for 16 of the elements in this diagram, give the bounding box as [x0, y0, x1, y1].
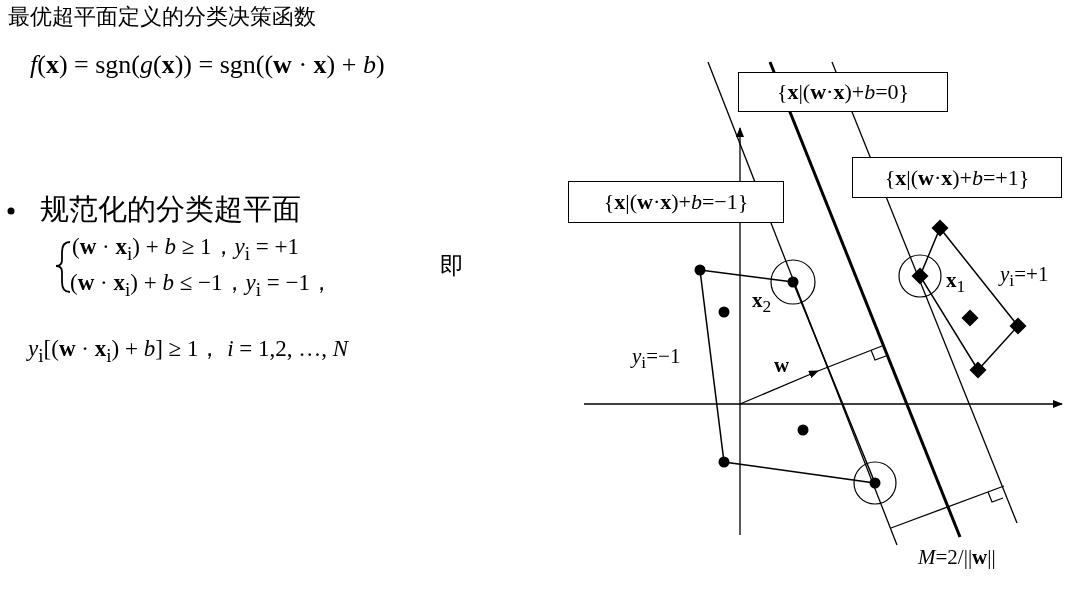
point-label: x$_{1}$: [946, 268, 966, 298]
hyperplane-label-box: {x|(w·x)+b=−1}: [568, 181, 784, 223]
class-label: y$_{i}$=+1: [1000, 262, 1049, 292]
point-label: x$_{2}$: [752, 288, 772, 318]
formula: f(x) = sgn(g(x)) = sgn((w · x) + b): [30, 50, 385, 80]
margin-label: M=2/||w||: [918, 545, 996, 570]
vector-label: w: [774, 353, 790, 378]
note: 即: [440, 251, 464, 282]
hyperplane-label-box: {x|(w·x)+b=0}: [738, 72, 948, 112]
class-label: y$_{i}$=−1: [632, 344, 681, 374]
heading: 最优超平面定义的分类决策函数: [8, 3, 316, 31]
formula: y$_{i}$[(w · x$_{i}$) + b] ≥ 1， i = 1,2, …, N: [28, 335, 349, 367]
bullet-text: 规范化的分类超平面: [40, 191, 301, 228]
formula: (w · x$_{i}$) + b ≥ 1，y$_{i}$ = +1: [72, 233, 300, 265]
hyperplane-label-box: {x|(w·x)+b=+1}: [852, 157, 1062, 198]
formula: (w · x$_{i}$) + b ≤ −1，y$_{i}$ = −1，: [70, 269, 334, 301]
